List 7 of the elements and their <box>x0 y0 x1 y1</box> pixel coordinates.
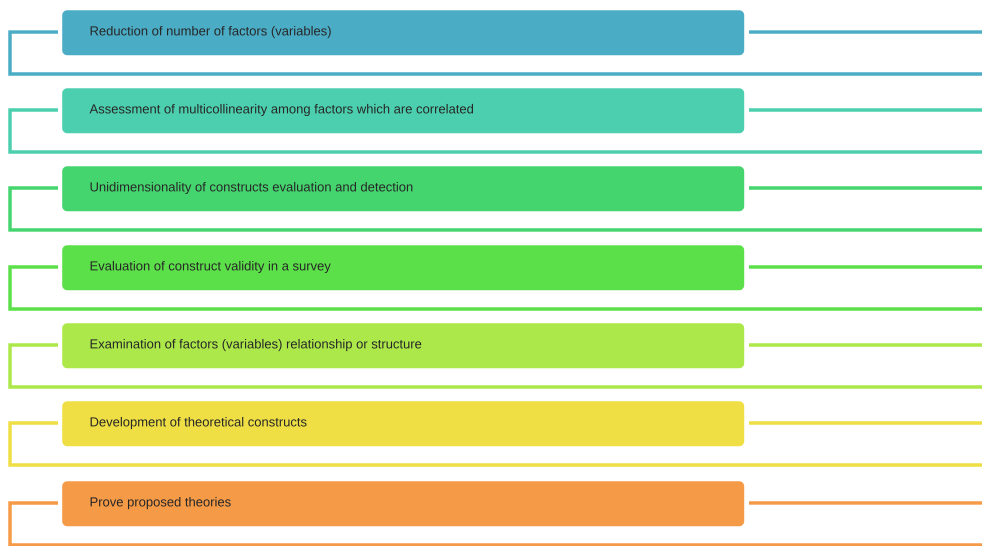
label-box: Evaluation of construct validity in a survey <box>62 245 744 290</box>
label-box: Prove proposed theories <box>62 481 744 526</box>
label-box: Development of theoretical constructs <box>62 401 744 446</box>
label-box: Unidimensionality of constructs evaluation and detection <box>62 166 744 212</box>
label-box: Reduction of number of factors (variables) <box>62 10 744 56</box>
label-box: Assessment of multicollinearity among factors which are correlated <box>62 88 744 134</box>
label-box: Examination of factors (variables) relationship or structure <box>62 323 744 368</box>
